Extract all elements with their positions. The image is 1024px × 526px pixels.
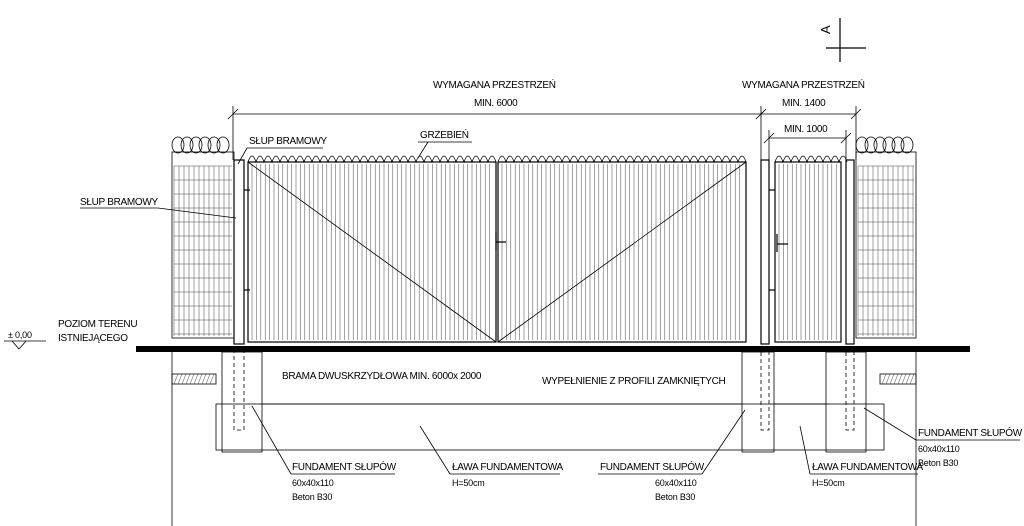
strip-left-height: H=50cm [452,478,485,488]
wicket-space-min: MIN. 1400 [782,98,826,109]
wicket-gate [774,161,842,343]
foundation-labels: FUNDAMENT SŁUPÓW 60x40x110 Beton B30 ŁAW… [251,405,1023,502]
gate-spec-label: BRAMA DWUSKRZYDŁOWA MIN. 6000x 2000 [282,371,482,382]
gate-space-title: WYMAGANA PRZESTRZEŃ [433,78,556,91]
gate-comb [247,155,848,164]
foundation-left-concrete: Beton B30 [292,492,332,502]
gate-leaf-left [247,161,497,343]
wicket-handle [776,234,788,252]
gate-space-min: MIN. 6000 [474,98,518,109]
wicket-space-title: WYMAGANA PRZESTRZEŃ [742,78,865,91]
level-value: ± 0,00 [8,330,32,340]
post-footing-middle [741,351,775,453]
level-marker: ± 0,00 [4,330,46,350]
post-footing-left [221,351,263,453]
foundation-middle-title: FUNDAMENT SŁUPÓW [600,460,705,473]
dimension-lines [227,106,862,160]
fence-panel-left [171,136,235,339]
foundation-middle-dim: 60x40x110 [655,478,697,488]
gate-handle [495,232,506,250]
strip-right-title: ŁAWA FUNDAMENTOWA [812,462,923,473]
ground-level-label-1: POZIOM TERENU [58,319,137,330]
gate-leaf-right [497,161,747,343]
gate-posts [233,159,855,345]
post-label-left: SŁUP BRAMOWY [80,197,159,208]
foundation-left-title: FUNDAMENT SŁUPÓW [292,460,397,473]
section-marker: A [818,18,866,62]
infill-label: WYPEŁNIENIE Z PROFILI ZAMKNIĘTYCH [542,376,726,387]
foundation-middle-concrete: Beton B30 [655,492,695,502]
foundation-right-title: FUNDAMENT SŁUPÓW [918,426,1023,439]
fence-panel-right [855,136,917,339]
ground-level-label-2: ISTNIEJĄCEGO [58,333,128,344]
foundation-right-concrete: Beton B30 [918,458,958,468]
foundations [171,351,917,526]
strip-left-title: ŁAWA FUNDAMENTOWA [452,462,563,473]
gate-post-right [845,159,855,345]
gate-post-left [233,159,245,345]
post-label-top: SŁUP BRAMOWY [249,136,328,147]
ground-line [136,346,970,352]
foundation-right-dim: 60x40x110 [918,444,960,454]
comb-label: GRZEBIEŃ [420,128,469,141]
wicket-width-min: MIN. 1000 [784,124,828,135]
hinges [244,189,775,291]
strip-right-height: H=50cm [812,478,845,488]
gate-post-middle [760,159,770,345]
section-marker-letter: A [818,25,833,34]
foundation-left-dim: 60x40x110 [292,478,334,488]
